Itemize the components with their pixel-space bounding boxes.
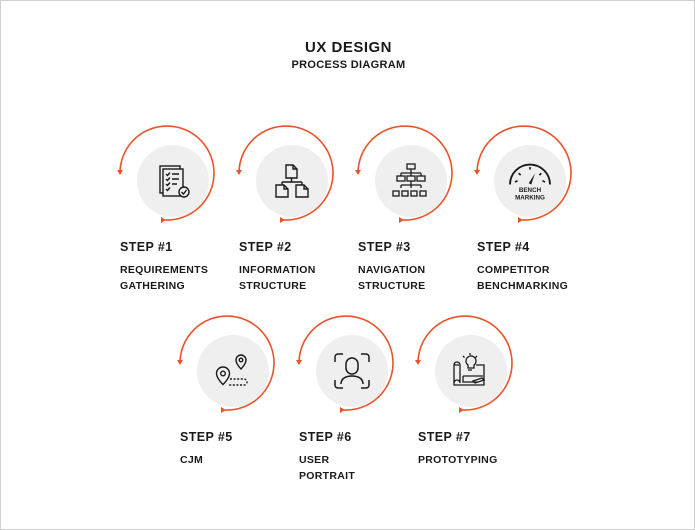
speedometer-text-top: BENCH	[519, 187, 542, 194]
step-ring	[177, 315, 280, 418]
step-label-line1: NAVIGATION	[358, 264, 426, 276]
step-ring	[117, 125, 220, 228]
step-ring	[415, 315, 518, 418]
step-number: STEP #6	[299, 430, 352, 444]
icon-disc	[256, 145, 328, 217]
step-label-line2: GATHERING	[120, 280, 185, 292]
step-label-line2: STRUCTURE	[239, 280, 307, 292]
step-label-line1: USER	[299, 454, 330, 466]
step-ring	[355, 125, 458, 228]
icon-disc	[197, 335, 269, 407]
step-label: COMPETITOR BENCHMARKING	[477, 262, 568, 294]
step-label: NAVIGATION STRUCTURE	[358, 262, 425, 294]
step-ring	[296, 315, 399, 418]
step-label: INFORMATION STRUCTURE	[239, 262, 316, 294]
blueprint-idea-icon	[453, 353, 486, 386]
speedometer-text-bottom: MARKING	[515, 195, 545, 202]
step-label-line1: INFORMATION	[239, 264, 316, 276]
step-number: STEP #2	[239, 240, 292, 254]
icon-disc	[316, 335, 388, 407]
cycle-arrow-icon	[177, 315, 275, 413]
face-scan-icon	[334, 353, 370, 389]
icon-disc	[137, 145, 209, 217]
document-structure-icon	[275, 164, 309, 198]
cycle-arrow-icon	[474, 125, 572, 223]
cycle-arrow-icon	[296, 315, 394, 413]
cycle-arrow-icon	[236, 125, 334, 223]
step-ring: BENCH MARKING	[474, 125, 577, 228]
step-label-line2: PORTRAIT	[299, 470, 356, 482]
diagram-title: UX DESIGN	[304, 39, 392, 56]
diagram-subtitle: PROCESS DIAGRAM	[291, 59, 406, 71]
step-label: REQUIREMENTS GATHERING	[120, 262, 208, 294]
cycle-arrow-icon	[415, 315, 513, 413]
step-label-line1: PROTOTYPING	[418, 454, 498, 466]
step-number: STEP #5	[180, 430, 233, 444]
step-label-line1: CJM	[180, 454, 204, 466]
step-label-line2: STRUCTURE	[358, 280, 426, 292]
step-number: STEP #4	[477, 240, 530, 254]
step-label-line1: REQUIREMENTS	[120, 264, 209, 276]
icon-disc	[435, 335, 507, 407]
cycle-arrow-icon	[117, 125, 215, 223]
step-ring	[236, 125, 339, 228]
map-route-icon	[215, 354, 248, 386]
step-label-line1: COMPETITOR	[477, 264, 550, 276]
step-label: CJM	[180, 452, 203, 468]
icon-disc: BENCH MARKING	[494, 145, 566, 217]
icon-disc	[375, 145, 447, 217]
cycle-arrow-icon	[355, 125, 453, 223]
checklist-icon	[159, 165, 190, 198]
step-label: PROTOTYPING	[418, 452, 498, 468]
speedometer-icon: BENCH MARKING	[509, 163, 551, 202]
step-label-line2: BENCHMARKING	[477, 280, 569, 292]
step-label: USER PORTRAIT	[299, 452, 355, 484]
sitemap-icon	[392, 163, 427, 197]
step-number: STEP #1	[120, 240, 173, 254]
step-number: STEP #3	[358, 240, 411, 254]
step-number: STEP #7	[418, 430, 471, 444]
